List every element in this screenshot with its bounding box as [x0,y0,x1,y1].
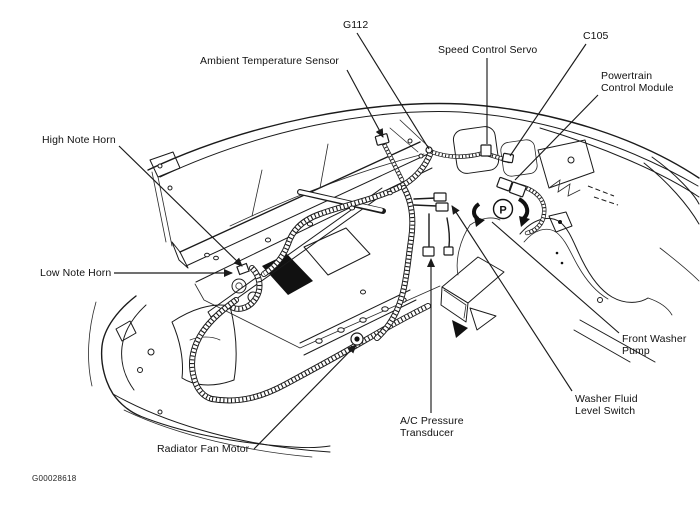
callout-radiator-fan-motor: Radiator Fan Motor [157,443,250,455]
callout-high-note-horn: High Note Horn [42,134,116,146]
callout-front-washer-pump: Front Washer Pump [622,333,687,358]
pcm-connector [496,176,513,192]
wiring-harness [192,144,544,401]
speed-servo-connector [480,144,492,157]
callout-g112: G112 [343,19,369,31]
ebox-panel [537,139,619,206]
callout-speed-control-servo: Speed Control Servo [438,44,538,56]
ac-transducer-connector [422,246,435,257]
callout-ac-pressure-transducer: A/C Pressure Transducer [400,415,464,440]
frame-box-beam [440,256,505,338]
ambient-sensor-connector [374,133,390,146]
callout-low-note-horn: Low Note Horn [40,267,112,279]
callout-washer-fluid-level-switch: Washer Fluid Level Switch [575,393,638,418]
callout-c105: C105 [583,30,609,42]
c105-connector [501,152,515,164]
pcm-connector-2 [509,181,527,198]
harness-connectors [350,133,527,346]
firewall-openings [452,126,538,177]
p-marker-letter: P [499,205,506,217]
spare-connector [443,246,454,256]
figure-id: G00028618 [32,474,77,483]
callout-ambient-temperature-sensor: Ambient Temperature Sensor [200,55,339,67]
washer-switch-connector-2 [435,202,449,212]
g112-ground-clip [425,146,433,154]
hood-hinge-bracket [149,151,181,247]
callout-powertrain-control-module: Powertrain Control Module [601,70,674,95]
headlamp-bucket [171,304,237,386]
p-direction-marker: P [472,197,530,227]
washer-switch-connector [433,192,447,202]
